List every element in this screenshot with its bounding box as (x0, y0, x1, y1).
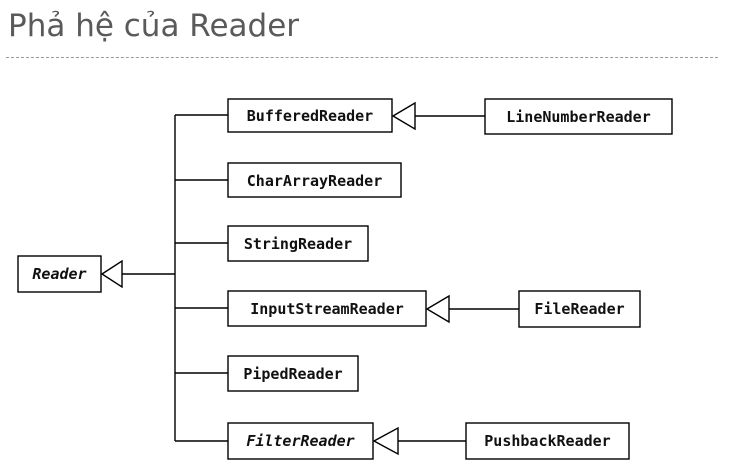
node-label-pushbackreader: PushbackReader (484, 432, 610, 450)
node-box-reader (17, 255, 102, 293)
node-label-stringreader: StringReader (244, 235, 352, 253)
node-label-chararrayreader: CharArrayReader (247, 172, 382, 190)
node-label-filereader: FileReader (534, 300, 624, 318)
node-label-filterreader: FilterReader (246, 432, 354, 450)
node-linenumberreader: LineNumberReader (484, 98, 673, 135)
node-box-stringreader (227, 225, 369, 262)
node-box-filereader (518, 290, 641, 328)
arrowhead-filterreader (372, 426, 399, 456)
node-bufferedreader: BufferedReader (227, 98, 393, 133)
node-box-filterreader (227, 422, 374, 460)
node-box-chararrayreader (227, 162, 402, 198)
title-divider (6, 57, 718, 58)
node-label-pipedreader: PipedReader (243, 365, 342, 383)
inheritance-wires (122, 114, 519, 442)
arrowhead-bufferedreader (391, 101, 416, 131)
node-inputstreamreader: InputStreamReader (227, 290, 427, 327)
inheritance-arrowheads (100, 101, 450, 456)
node-pipedreader: PipedReader (227, 355, 359, 392)
node-filterreader: FilterReader (227, 422, 374, 460)
node-box-linenumberreader (484, 98, 673, 135)
node-label-reader: Reader (32, 265, 86, 283)
node-box-inputstreamreader (227, 290, 427, 327)
slide-title: Phả hệ của Reader (8, 8, 300, 44)
node-label-inputstreamreader: InputStreamReader (250, 300, 404, 318)
node-label-bufferedreader: BufferedReader (247, 107, 373, 125)
node-filereader: FileReader (518, 290, 641, 328)
node-chararrayreader: CharArrayReader (227, 162, 402, 198)
node-reader: Reader (17, 255, 102, 293)
arrowhead-inputstreamreader (425, 294, 450, 324)
node-box-pipedreader (227, 355, 359, 392)
node-stringreader: StringReader (227, 225, 369, 262)
node-box-bufferedreader (227, 98, 393, 133)
node-box-pushbackreader (465, 422, 630, 460)
node-pushbackreader: PushbackReader (465, 422, 630, 460)
arrowhead-reader (100, 259, 123, 289)
node-label-linenumberreader: LineNumberReader (506, 108, 651, 126)
